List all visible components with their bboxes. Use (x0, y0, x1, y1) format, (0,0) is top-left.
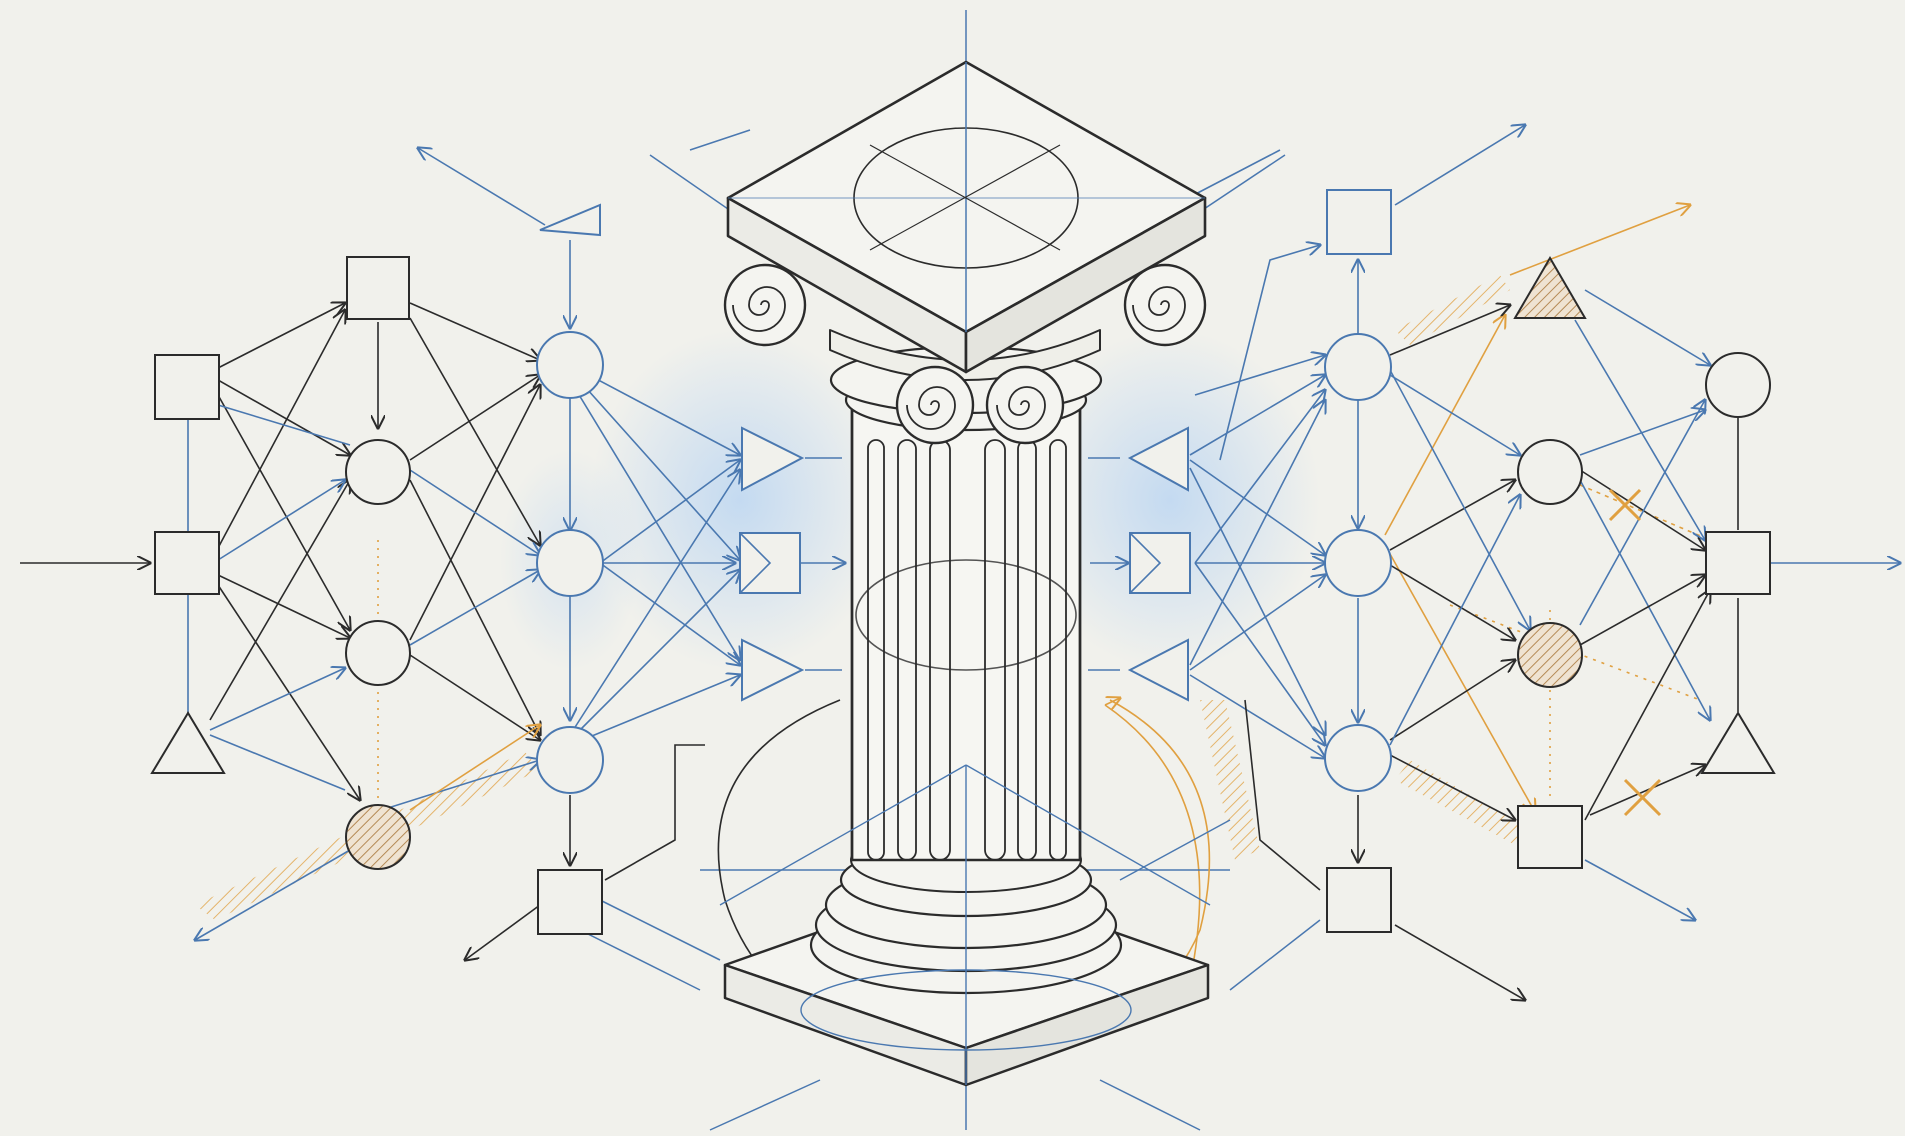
right-square-node (1326, 867, 1392, 933)
left-blue-circle-node (536, 529, 604, 597)
left-hatched-node (345, 804, 411, 870)
right-square-node (1517, 805, 1583, 869)
right-square-node (1326, 189, 1392, 255)
column-shaft (850, 398, 1082, 862)
left-square-node (537, 869, 603, 935)
right-network-edges (1088, 125, 1900, 1000)
right-bridge-triangle (1127, 638, 1189, 702)
shaft-flutes (867, 439, 1067, 861)
overlay-guides (719, 764, 1231, 1085)
right-bridge-triangle (1127, 426, 1189, 492)
left-circle-node (345, 439, 411, 505)
left-network-nodes (150, 203, 805, 935)
right-blue-circle-node (1324, 724, 1392, 792)
right-square-node (1705, 531, 1771, 595)
right-hatched-triangle (1513, 256, 1587, 319)
left-square-node (154, 531, 220, 595)
left-blue-circle-node (536, 331, 604, 399)
cross-mark-upper (1608, 488, 1642, 522)
right-circle-node (1705, 352, 1771, 418)
right-network-nodes (1127, 189, 1776, 933)
right-hatched-node (1517, 622, 1583, 688)
right-triangle-node (1700, 711, 1776, 774)
left-circle-node (345, 620, 411, 686)
left-square-node (346, 256, 410, 320)
left-square-node (154, 354, 220, 420)
cross-markers (1608, 488, 1662, 817)
right-blue-circle-node (1324, 333, 1392, 401)
left-bridge-triangle (741, 638, 805, 702)
column-abacus (726, 60, 1207, 374)
left-triangle-node (150, 711, 226, 774)
left-top-flag (539, 203, 601, 237)
cross-mark-lower (1623, 778, 1662, 817)
right-blue-circle-node (1324, 529, 1392, 597)
column-volutes (723, 263, 1207, 445)
left-blue-circle-node (536, 726, 604, 794)
right-circle-node (1517, 439, 1583, 505)
left-bridge-triangle (741, 426, 805, 492)
